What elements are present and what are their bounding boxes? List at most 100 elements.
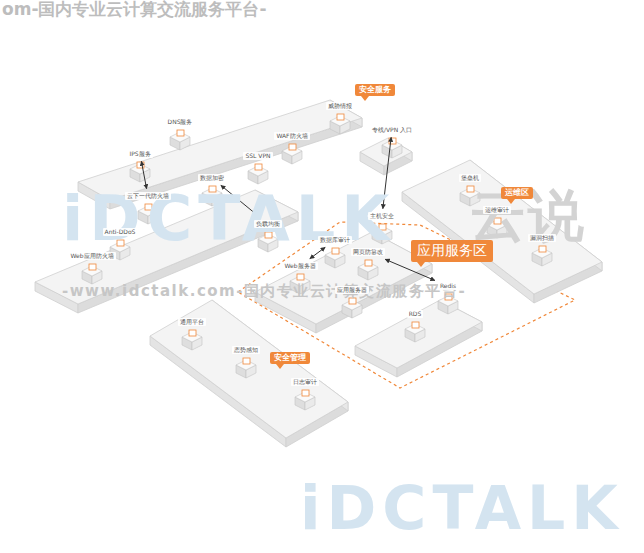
server-cube	[295, 390, 315, 410]
platform-slab	[355, 300, 482, 377]
device-label: 通用平台	[178, 318, 206, 327]
watermark: -www.idctalk.com-国内专业云计算交流服务平台-	[62, 284, 466, 299]
server-cube	[182, 330, 202, 350]
monitor-icon	[337, 114, 344, 120]
server-cube	[82, 264, 102, 284]
zone-callout: 运维区	[501, 187, 533, 200]
monitor-icon	[255, 164, 262, 170]
node-text: WAF防火墙	[276, 133, 307, 140]
monitor-icon	[243, 358, 250, 364]
device-label: 云下一代防火墙	[125, 192, 171, 201]
node-text: SSL VPN	[245, 153, 270, 160]
node-text: 应用服务区	[417, 243, 487, 258]
device-label: 应用服务器	[335, 286, 369, 295]
device-label: 网页防篡改	[351, 248, 385, 257]
node-text: 运维区	[505, 189, 529, 198]
node-text: Web服务器	[284, 263, 315, 270]
device-label: 数据加密	[198, 174, 226, 183]
device-label: 数据库审计	[318, 236, 352, 245]
platform-slab	[360, 138, 412, 175]
device-label: Redis	[438, 282, 458, 291]
monitor-icon	[89, 264, 96, 270]
monitor-icon	[177, 130, 184, 136]
server-cube	[358, 260, 378, 280]
monitor-icon	[302, 390, 309, 396]
node-text: 安全管理	[274, 354, 306, 363]
device-label: 堡垒机	[459, 174, 481, 183]
device-label: 日志审计	[291, 378, 319, 387]
node-text: 数据加密	[200, 175, 224, 182]
watermark: iDCTALK	[300, 478, 624, 538]
server-cube	[342, 298, 362, 318]
monitor-icon	[412, 322, 419, 328]
monitor-icon	[297, 274, 304, 280]
device-label: 负载均衡	[254, 220, 282, 229]
node-text: 负载均衡	[256, 221, 280, 228]
node-text: 漏洞扫描	[530, 235, 554, 242]
server-cube	[405, 322, 425, 342]
node-text: 安全服务	[359, 86, 391, 95]
device-label: IPS服务	[127, 150, 152, 159]
node-text: 日志审计	[293, 379, 317, 386]
device-label: DNS服务	[166, 118, 195, 127]
device-label: Web服务器	[282, 262, 317, 271]
slab-face	[150, 300, 348, 438]
node-text: 运维审计	[485, 207, 509, 214]
node-text: RDS	[409, 311, 422, 318]
server-cube	[236, 358, 256, 378]
node-text: Web应用防火墙	[70, 253, 113, 260]
zone-callout: 安全服务	[355, 84, 395, 97]
device-label: 态势感知	[232, 346, 260, 355]
monitor-icon	[189, 330, 196, 336]
node-text: 堡垒机	[461, 175, 479, 182]
node-text: 应用服务器	[337, 287, 367, 294]
device-label: SSL VPN	[243, 152, 272, 161]
monitor-icon	[365, 260, 372, 266]
device-label: RDS	[407, 310, 424, 319]
slab-face	[355, 300, 482, 368]
node-text: 网页防篡改	[353, 249, 383, 256]
monitor-icon	[539, 246, 546, 252]
device-label: 专线/VPN 入口	[370, 126, 414, 135]
device-label: 漏洞扫描	[528, 234, 556, 243]
device-label: 运维审计	[483, 206, 511, 215]
monitor-icon	[289, 144, 296, 150]
node-text: 云下一代防火墙	[127, 193, 169, 200]
node-text: 数据库审计	[320, 237, 350, 244]
device-label: 主机安全	[368, 212, 396, 221]
watermark: om-国内专业云计算交流服务平台-	[2, 1, 267, 18]
zone-callout: 安全管理	[270, 352, 310, 365]
node-text: 威胁情报	[328, 103, 352, 110]
node-text: Redis	[440, 283, 456, 290]
node-text: 专线/VPN 入口	[372, 127, 412, 134]
node-text: 态势感知	[234, 347, 258, 354]
device-label: Anti-DDoS	[103, 228, 138, 237]
connector-arrow	[385, 259, 435, 280]
node-text: DNS服务	[168, 119, 193, 126]
platform-slab	[402, 160, 602, 303]
server-cube	[248, 164, 268, 184]
server-cube	[282, 144, 302, 164]
connector-arrow	[141, 161, 146, 188]
node-text: 通用平台	[180, 319, 204, 326]
platform-slab	[150, 300, 348, 447]
node-text: 主机安全	[370, 213, 394, 220]
server-cube	[382, 138, 402, 158]
zone-callout: 应用服务区	[411, 240, 493, 261]
server-cube	[532, 246, 552, 266]
slab-face	[360, 138, 412, 166]
device-label: 威胁情报	[326, 102, 354, 111]
slab-face	[78, 100, 362, 200]
slab-face	[402, 160, 602, 294]
device-label: Web应用防火墙	[68, 252, 115, 261]
server-cube	[325, 248, 345, 268]
server-cube	[330, 114, 350, 134]
server-cube	[130, 162, 150, 182]
server-cube	[170, 130, 190, 150]
node-text: IPS服务	[129, 151, 150, 158]
node-text: Anti-DDoS	[105, 229, 136, 236]
device-label: WAF防火墙	[274, 132, 309, 141]
